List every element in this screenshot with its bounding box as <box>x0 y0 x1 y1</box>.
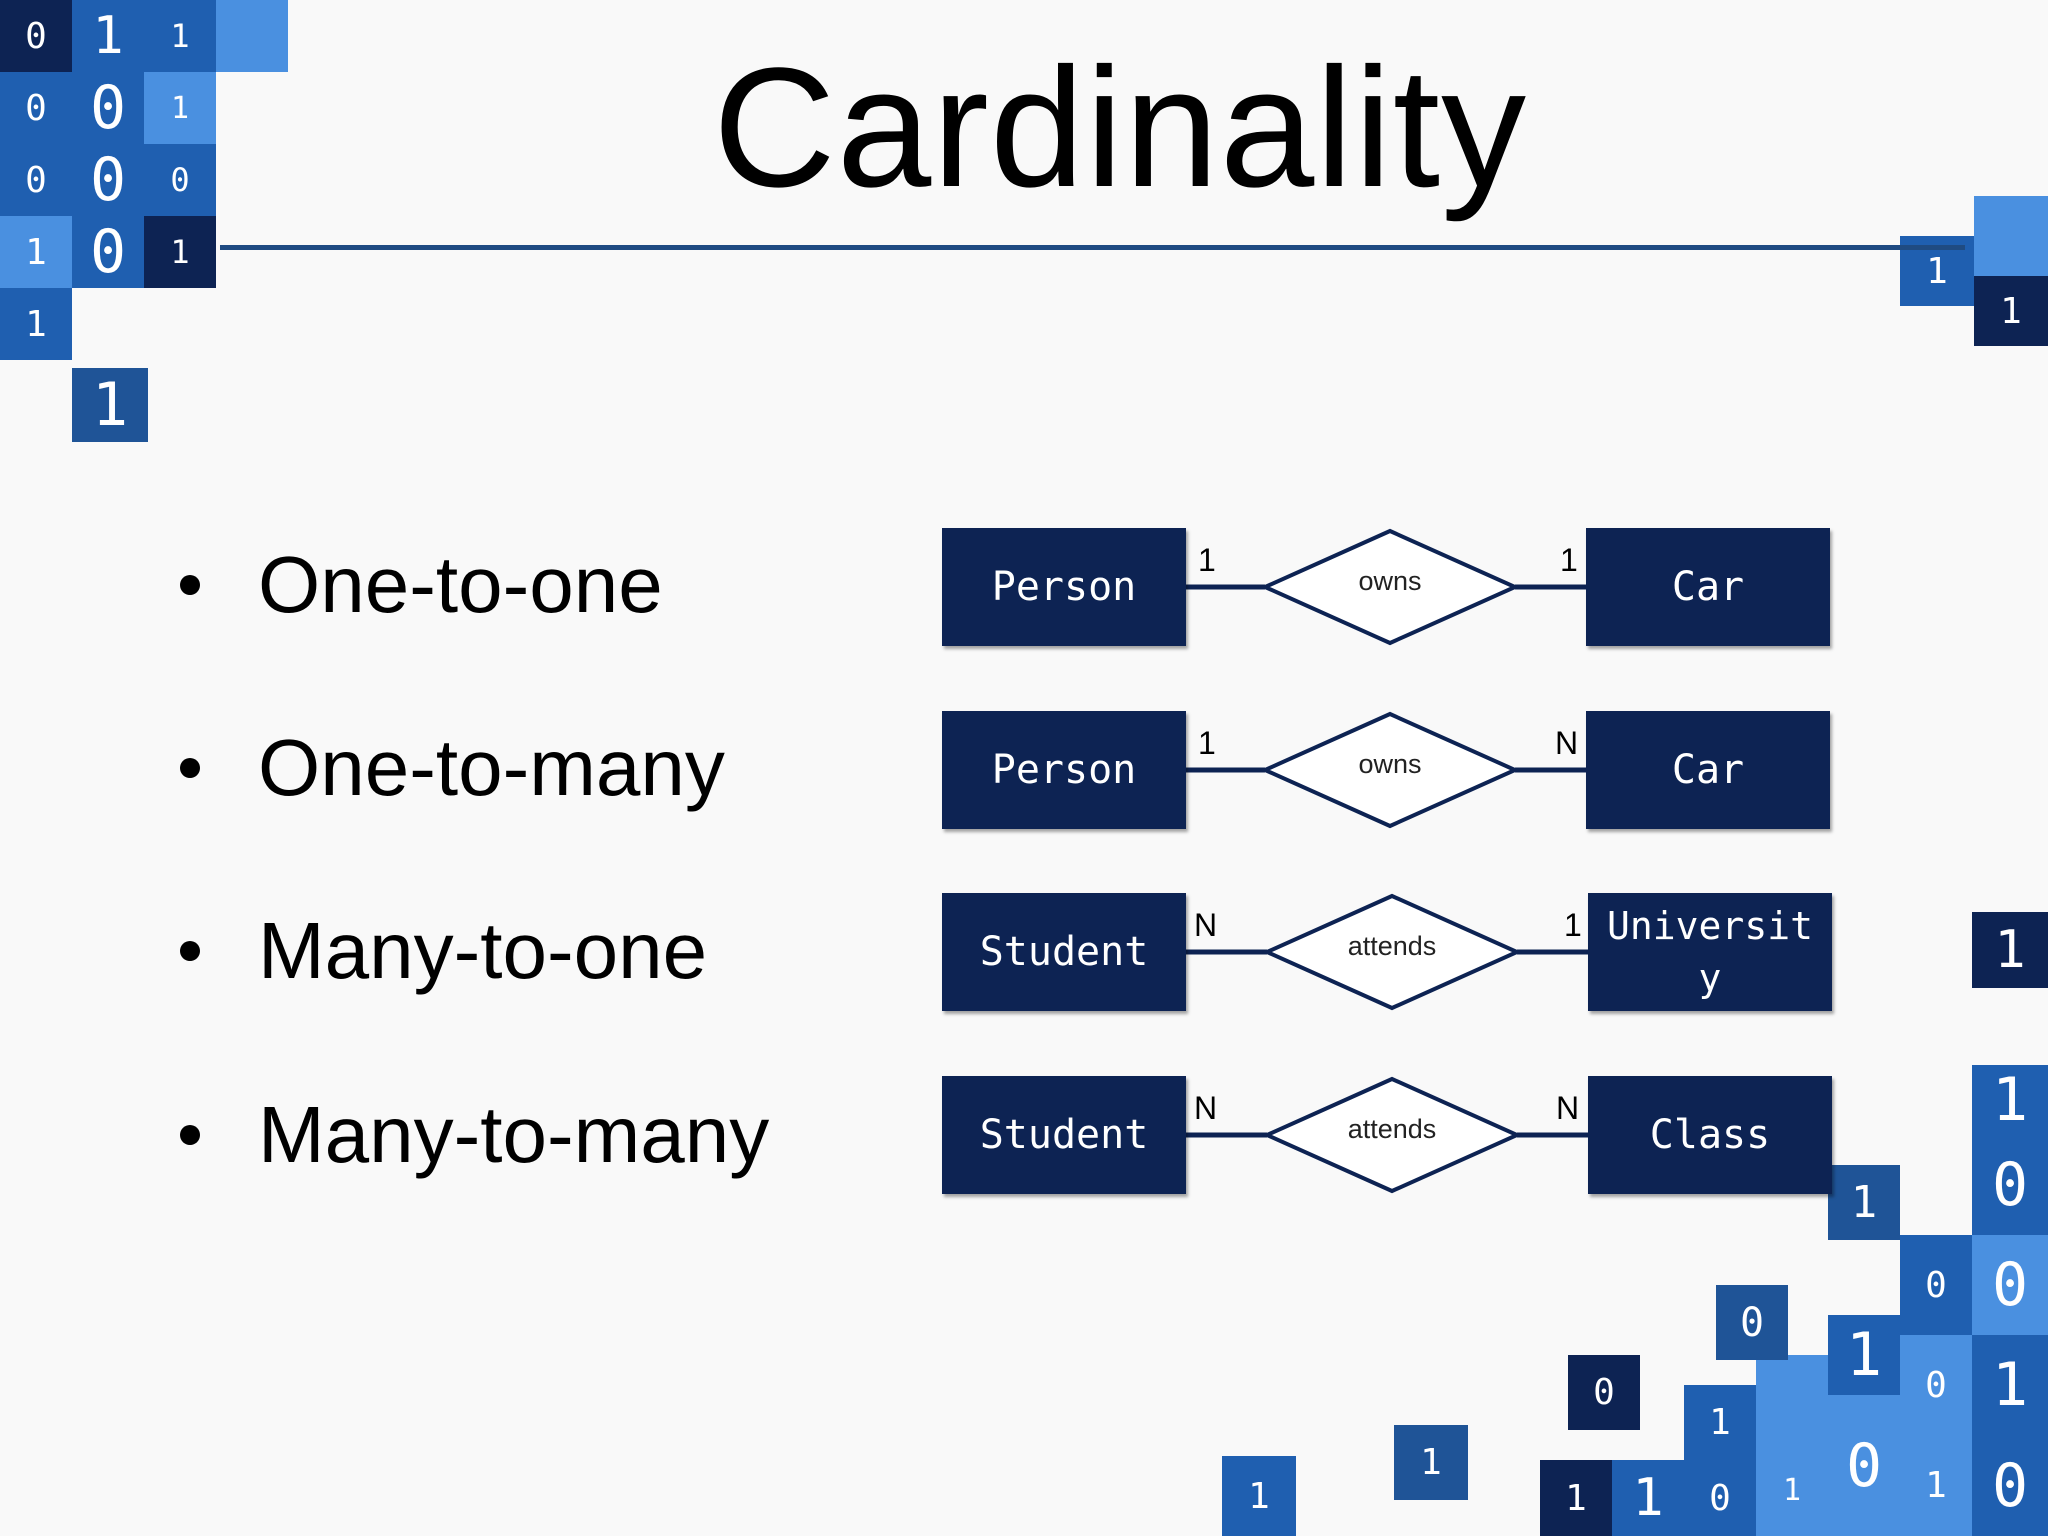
er-connector <box>1186 711 1588 829</box>
entity-box: Class <box>1588 1076 1832 1194</box>
binary-tile: 1 <box>72 368 148 442</box>
bullet-label: One-to-many <box>258 723 725 812</box>
binary-tile: 1 <box>1974 276 2048 346</box>
relationship-label: attends <box>1347 1114 1437 1144</box>
slide-title: Cardinality <box>712 33 1528 223</box>
bullet-item: Many-to-many <box>180 1080 769 1190</box>
relationship-label: attends <box>1347 931 1437 961</box>
binary-tile: 1 <box>1900 1435 1972 1536</box>
binary-tile: 0 <box>1972 1135 2048 1235</box>
er-connector <box>1186 893 1590 1011</box>
binary-tile: 1 <box>1222 1456 1296 1536</box>
entity-box: Car <box>1586 711 1830 829</box>
relationship-label: owns <box>1358 566 1422 596</box>
bullet-label: Many-to-one <box>258 906 708 995</box>
er-row-many-to-one: Student attends N 1 Universit y <box>940 893 1840 1018</box>
binary-tile: 0 <box>1972 1235 2048 1335</box>
binary-tile: 1 <box>1540 1460 1612 1536</box>
entity-box: Student <box>942 893 1186 1011</box>
binary-tile: 1 <box>1972 912 2048 988</box>
binary-tile: 1 <box>0 288 72 360</box>
er-row-one-to-many: Person owns 1 N Car <box>940 711 1840 836</box>
er-row-many-to-many: Student attends N N Class <box>940 1076 1840 1201</box>
binary-tile: 1 <box>144 216 216 288</box>
title-divider <box>220 245 1965 250</box>
bullet-item: Many-to-one <box>180 896 707 1006</box>
entity-box: Person <box>942 711 1186 829</box>
relationship-diamond <box>1260 528 1520 646</box>
cardinality-left: N <box>1194 907 1218 943</box>
entity-box: Universit y <box>1588 893 1832 1011</box>
binary-tile <box>1756 1355 1828 1445</box>
entity-box: Student <box>942 1076 1186 1194</box>
relationship-diamond <box>1262 1076 1522 1194</box>
entity-box: Person <box>942 528 1186 646</box>
bullet-label: One-to-one <box>258 540 663 629</box>
cardinality-left: 1 <box>1198 725 1216 761</box>
binary-tile: 1 <box>0 216 72 288</box>
binary-tile: 1 <box>1972 1335 2048 1435</box>
bullet-dot-icon <box>180 575 200 595</box>
binary-tile: 1 <box>1828 1315 1900 1395</box>
cardinality-left: 1 <box>1198 542 1216 578</box>
bullet-dot-icon <box>180 941 200 961</box>
binary-tile: 1 <box>1972 1065 2048 1135</box>
relationship-diamond <box>1260 711 1520 829</box>
er-connector <box>1186 1076 1590 1194</box>
binary-tile: 0 <box>1828 1395 1900 1536</box>
relationship-label: owns <box>1358 749 1422 779</box>
bullet-item: One-to-many <box>180 713 725 823</box>
binary-tile: 1 <box>1612 1460 1684 1536</box>
binary-tile: 0 <box>72 216 144 288</box>
cardinality-right: N <box>1556 1090 1580 1126</box>
bullet-dot-icon <box>180 1125 200 1145</box>
binary-tile: 0 <box>1684 1460 1756 1536</box>
relationship-diamond <box>1262 893 1522 1011</box>
bullet-dot-icon <box>180 758 200 778</box>
binary-tile: 0 <box>1900 1335 1972 1435</box>
binary-tile: 0 <box>1900 1235 1972 1335</box>
binary-tile: 1 <box>1756 1445 1828 1536</box>
er-connector <box>1186 528 1588 646</box>
cardinality-right: 1 <box>1564 907 1582 943</box>
er-row-one-to-one: Person owns 1 1 Car <box>940 528 1840 653</box>
cardinality-right: N <box>1555 725 1579 761</box>
binary-tile: 0 <box>1568 1355 1640 1430</box>
bullet-label: Many-to-many <box>258 1090 770 1179</box>
bullet-item: One-to-one <box>180 530 663 640</box>
cardinality-left: N <box>1194 1090 1218 1126</box>
cardinality-right: 1 <box>1560 542 1578 578</box>
entity-box: Car <box>1586 528 1830 646</box>
binary-tile: 1 <box>1394 1425 1468 1500</box>
binary-tile: 1 <box>1684 1385 1756 1460</box>
binary-tile: 0 <box>1972 1435 2048 1536</box>
binary-tile: 0 <box>1716 1285 1788 1360</box>
